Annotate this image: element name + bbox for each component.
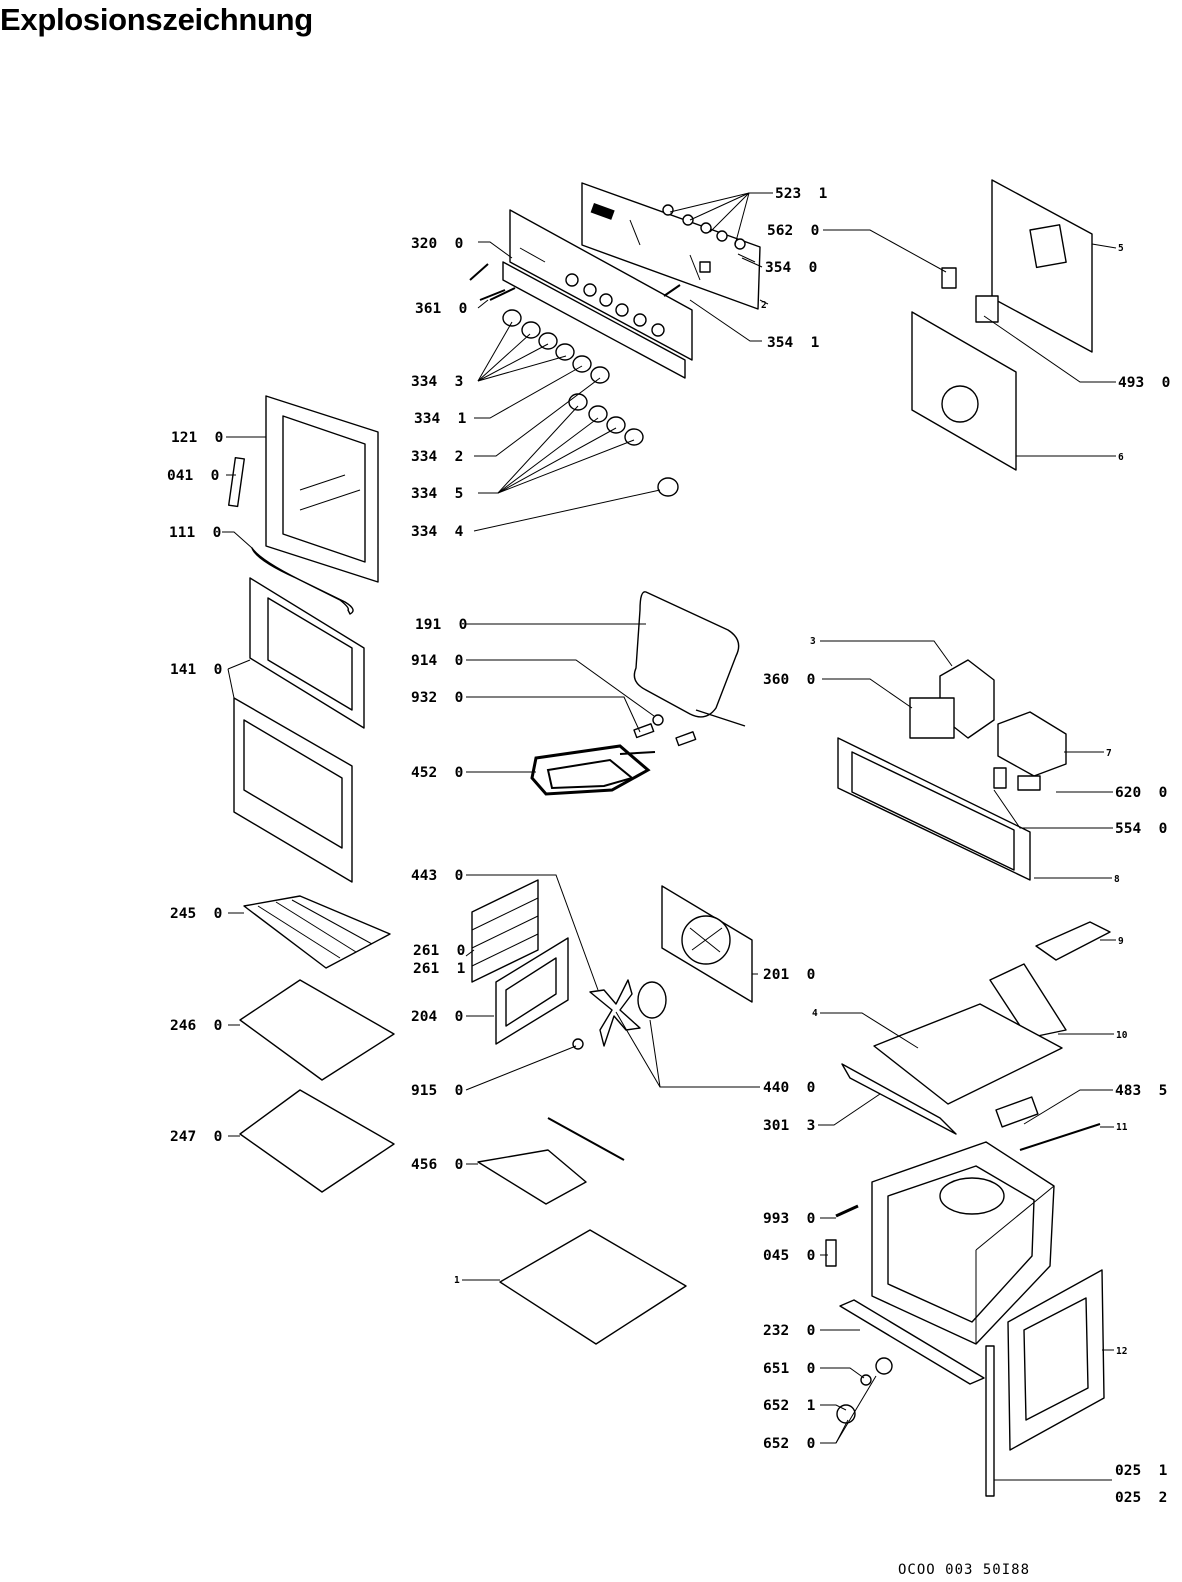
thread-parts <box>633 723 697 747</box>
callout-456-0: 456 0 <box>411 1157 463 1173</box>
handle-rod-part <box>251 547 354 615</box>
lamp-parts <box>836 1357 893 1424</box>
callout-652-1: 652 1 <box>763 1398 816 1414</box>
callout-11: 11 <box>1116 1122 1128 1133</box>
callout-334-2: 334 2 <box>411 449 463 465</box>
callout-915-0: 915 0 <box>411 1083 463 1099</box>
callout-443-0: 443 0 <box>411 868 463 884</box>
callout-10: 10 <box>1116 1030 1128 1041</box>
base-strip-part <box>839 1299 985 1385</box>
callout-354-0: 354 0 <box>765 260 817 276</box>
page-title: Explosionszeichnung <box>0 2 313 37</box>
top-cover-part <box>841 1003 1063 1135</box>
callout-452-0: 452 0 <box>411 765 463 781</box>
fan-cover-part <box>661 885 753 1003</box>
thermostat-part <box>941 267 957 289</box>
screws-part <box>469 263 681 301</box>
callout-261-1: 261 1 <box>413 961 466 977</box>
terminal-block-part <box>909 659 1067 777</box>
bushing-part <box>652 714 664 726</box>
callout-045-0: 045 0 <box>763 1248 815 1264</box>
callout-191-0: 191 0 <box>415 617 467 633</box>
callout-246-0: 246 0 <box>170 1018 222 1034</box>
shelf-rails-part <box>471 879 539 983</box>
seal-part <box>633 591 746 727</box>
callout-361-0: 361 0 <box>415 301 467 317</box>
cable-holder-part <box>989 963 1067 1039</box>
callout-4: 4 <box>812 1008 818 1019</box>
control-housing-part <box>837 737 1041 881</box>
callout-2: 2 <box>761 300 767 311</box>
callout-201-0: 201 0 <box>763 967 815 983</box>
bracket-part <box>1035 921 1111 961</box>
callout-261-0: 261 0 <box>413 943 465 959</box>
callout-121-0: 121 0 <box>171 430 223 446</box>
callout-554-0: 554 0 <box>1115 821 1167 837</box>
callout-440-0: 440 0 <box>763 1080 815 1096</box>
callout-7: 7 <box>1106 748 1112 759</box>
latch-part <box>825 1239 837 1267</box>
callout-334-1: 334 1 <box>414 411 467 427</box>
callout-111-0: 111 0 <box>169 525 221 541</box>
leader-lines <box>222 192 1117 1481</box>
door-glass-part <box>233 577 365 883</box>
callout-360-0: 360 0 <box>763 672 815 688</box>
callout-301-3: 301 3 <box>763 1118 815 1134</box>
callout-025-2: 025 2 <box>1115 1490 1167 1506</box>
callout-141-0: 141 0 <box>170 662 222 678</box>
callout-651-0: 651 0 <box>763 1361 815 1377</box>
front-panel-part <box>502 209 693 379</box>
callout-041-0: 041 0 <box>167 468 219 484</box>
callout-523-1: 523 1 <box>775 186 828 202</box>
pin-part <box>835 1204 859 1218</box>
callout-334-5: 334 5 <box>411 486 463 502</box>
oven-cavity-part <box>871 1141 1055 1345</box>
door-panel-part <box>985 1269 1105 1497</box>
document-number: OCOO 003 50I88 <box>898 1562 1031 1578</box>
baking-tray-part <box>239 979 395 1081</box>
side-frame-part <box>495 937 569 1045</box>
door-frame-part <box>265 395 379 583</box>
callout-493-0: 493 0 <box>1118 375 1170 391</box>
wire-part <box>1019 1123 1101 1151</box>
callout-354-1: 354 1 <box>767 335 820 351</box>
callout-334-3: 334 3 <box>411 374 463 390</box>
callout-914-0: 914 0 <box>411 653 463 669</box>
part-drawings <box>227 179 1111 1497</box>
door-hinge-part <box>227 456 245 508</box>
callout-12: 12 <box>1116 1346 1127 1357</box>
callout-247-0: 247 0 <box>170 1129 222 1145</box>
callout-1: 1 <box>454 1275 460 1286</box>
callout-8: 8 <box>1114 874 1120 885</box>
callout-320-0: 320 0 <box>411 236 463 252</box>
callout-334-4: 334 4 <box>411 524 464 540</box>
heating-element-part <box>530 744 656 796</box>
callout-labels: 523 1 562 0 354 0 320 0 361 0 354 1 334 … <box>167 186 1170 1506</box>
callout-025-1: 025 1 <box>1115 1463 1168 1479</box>
callout-620-0: 620 0 <box>1115 785 1167 801</box>
knobs-part <box>502 309 679 497</box>
callout-3: 3 <box>810 636 816 647</box>
callout-5: 5 <box>1118 243 1124 254</box>
drip-tray-part <box>239 1089 395 1193</box>
callout-993-0: 993 0 <box>763 1211 815 1227</box>
switch-board-part <box>581 182 761 310</box>
callout-232-0: 232 0 <box>763 1323 815 1339</box>
callout-652-0: 652 0 <box>763 1436 815 1452</box>
spit-part <box>477 1117 625 1205</box>
fan-wheel-part <box>572 979 667 1050</box>
callout-245-0: 245 0 <box>170 906 222 922</box>
callout-483-5: 483 5 <box>1115 1083 1167 1099</box>
callout-562-0: 562 0 <box>767 223 819 239</box>
grill-rack-part <box>243 895 391 969</box>
bottom-plate-part <box>499 1229 687 1345</box>
back-plate-part <box>911 179 1093 471</box>
callout-9: 9 <box>1118 936 1124 947</box>
terminal-strip-part <box>995 1096 1039 1128</box>
callout-204-0: 204 0 <box>411 1009 463 1025</box>
callout-6: 6 <box>1118 452 1124 463</box>
callout-932-0: 932 0 <box>411 690 463 706</box>
